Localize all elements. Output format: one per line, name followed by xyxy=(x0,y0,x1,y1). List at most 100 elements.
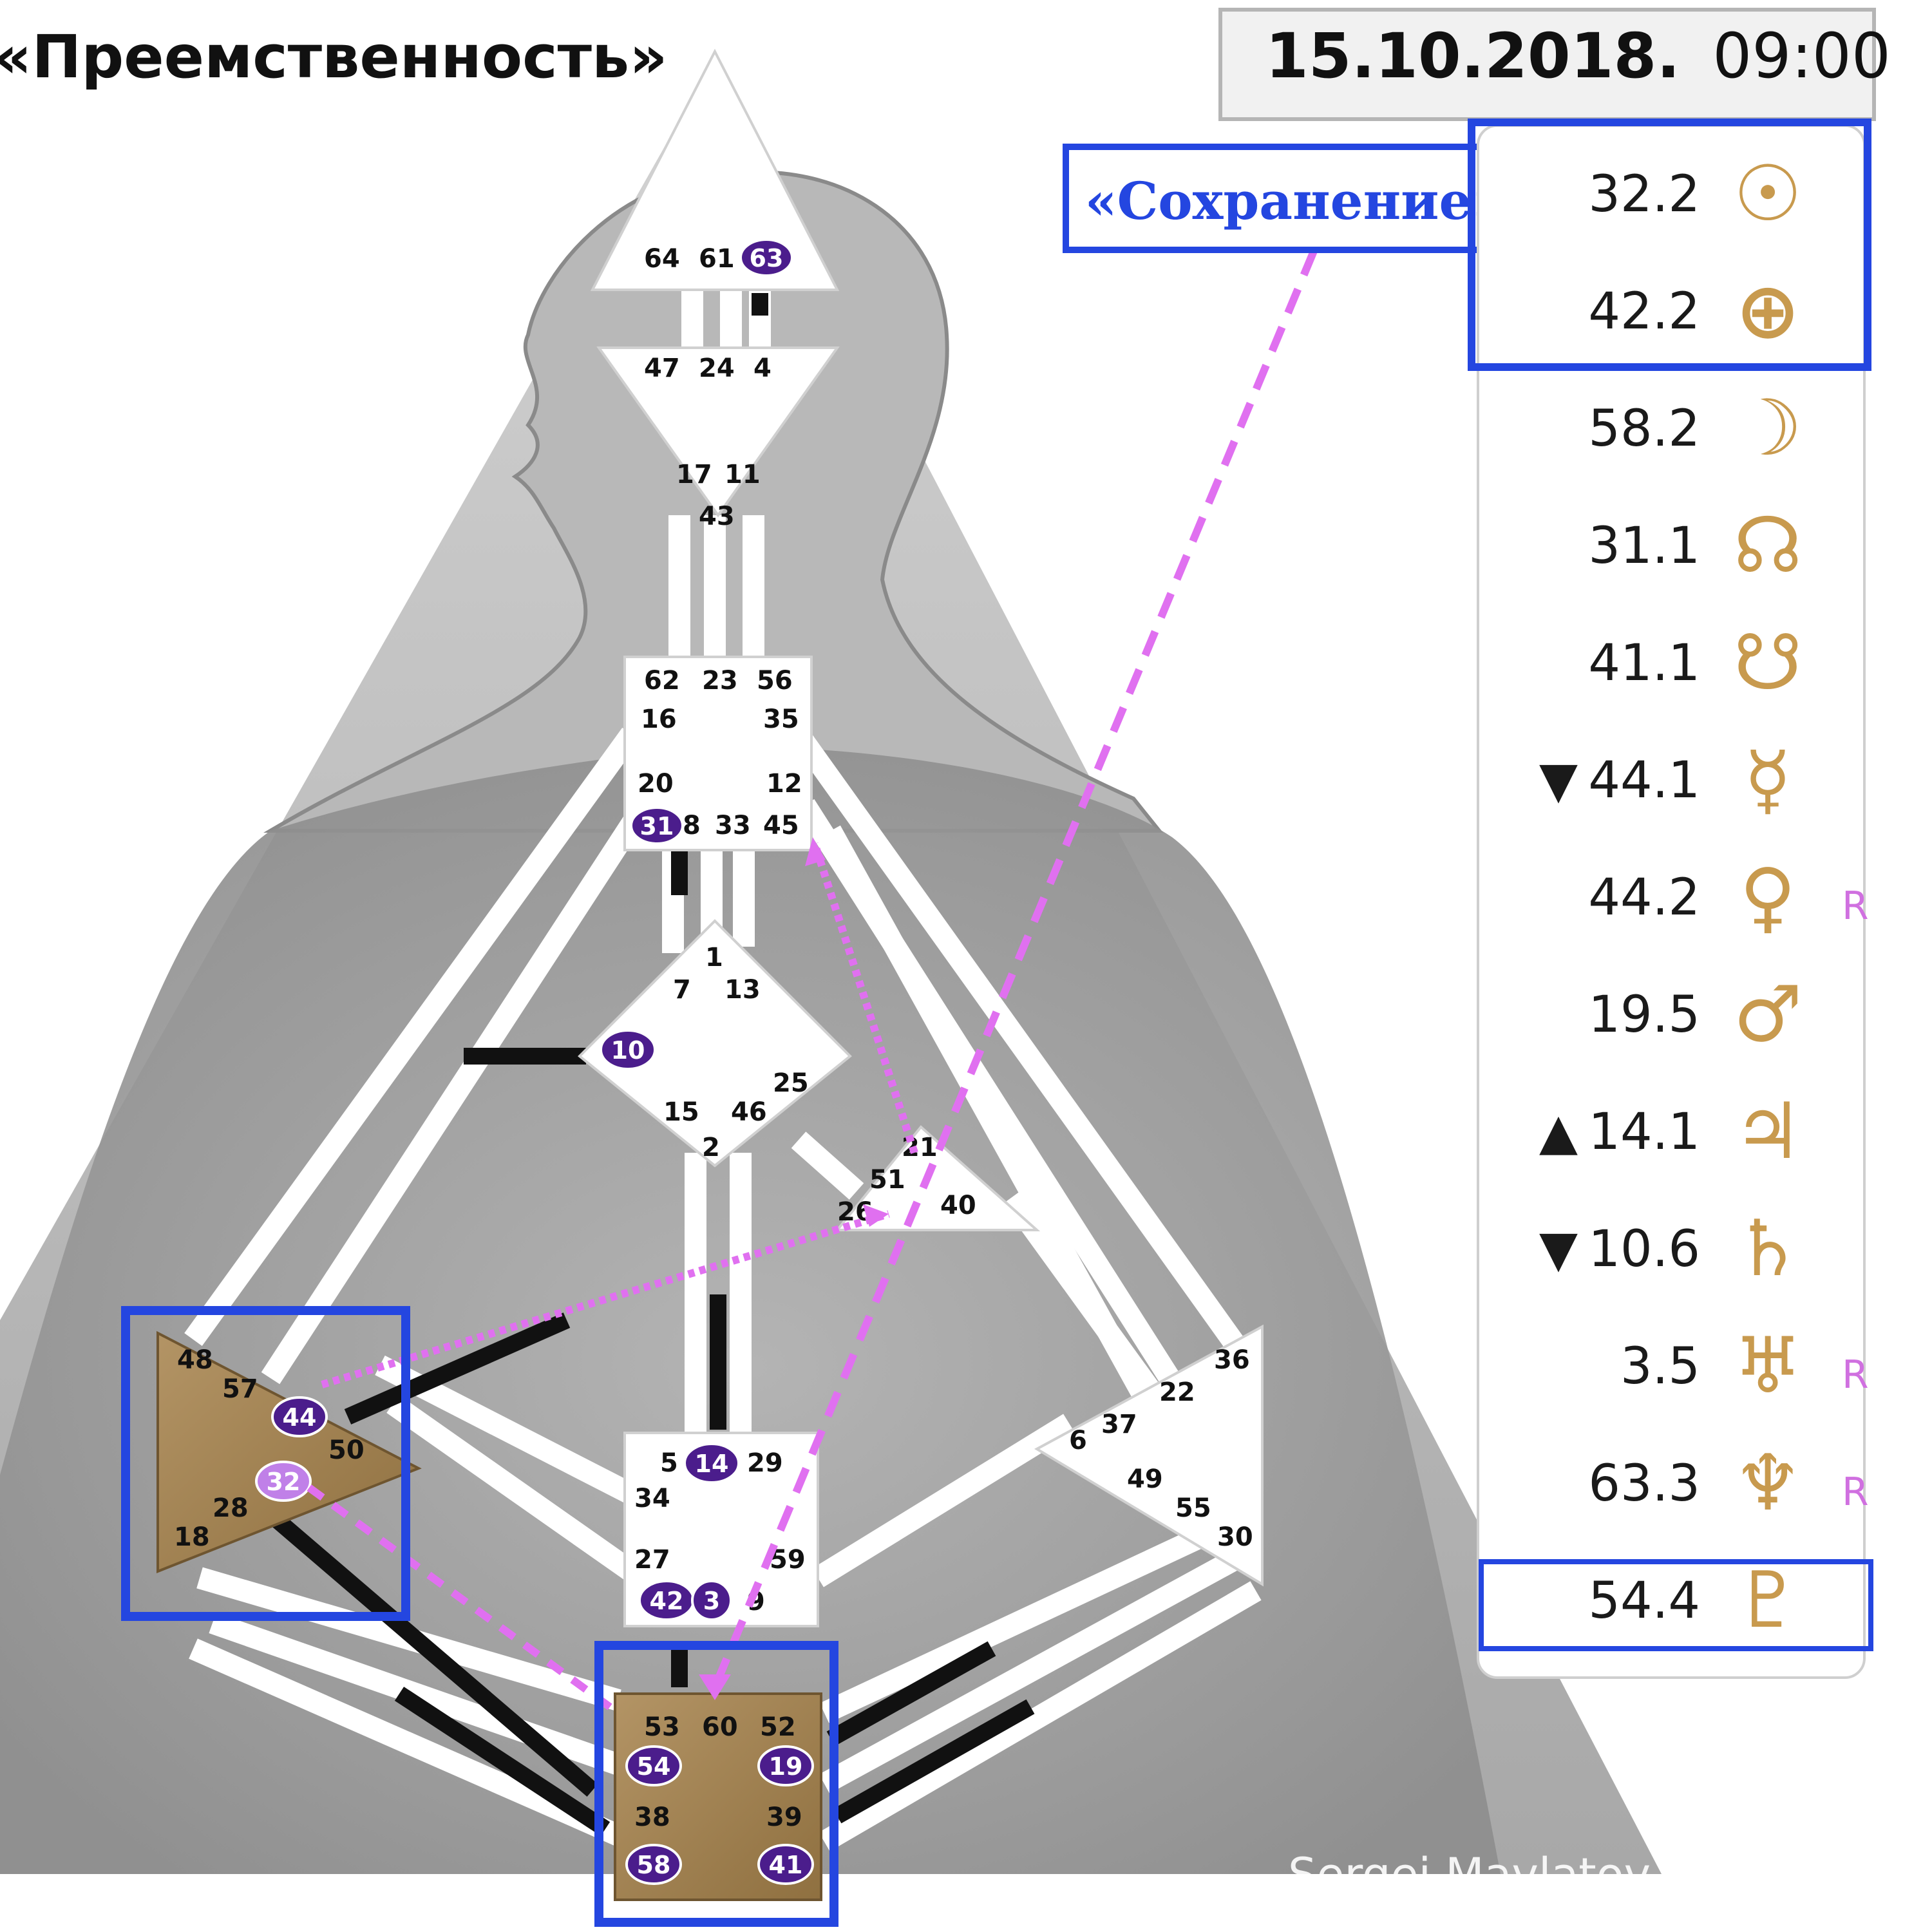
gate-40: 40 xyxy=(940,1191,976,1220)
planet-row: 41.1☋ xyxy=(1588,618,1802,708)
planet-value: 10.6 xyxy=(1588,1220,1700,1278)
gate-6: 6 xyxy=(1069,1426,1087,1455)
planet-row: 19.5 ♂ xyxy=(1588,970,1802,1059)
gate-24: 24 xyxy=(699,354,735,383)
planet-symbol-icon: ☽ xyxy=(1733,384,1803,473)
active-gate-14: 14 xyxy=(683,1443,740,1484)
planet-symbol-icon: ♄ xyxy=(1733,1204,1803,1294)
ajna-center xyxy=(596,346,840,518)
active-gate-63: 63 xyxy=(739,238,793,277)
active-gate-58: 58 xyxy=(625,1844,682,1885)
gate-12: 12 xyxy=(766,769,802,799)
svg-text:3: 3 xyxy=(703,1587,720,1615)
active-gate-44: 44 xyxy=(271,1396,328,1437)
gate-37: 37 xyxy=(1101,1410,1137,1439)
planet-row: 63.3♆R xyxy=(1588,1439,1868,1528)
planet-row: 31.1☊ xyxy=(1588,501,1802,591)
svg-text:54: 54 xyxy=(637,1752,671,1781)
planet-row: ▲14.1♃ xyxy=(1539,1087,1803,1177)
heart-center xyxy=(834,1125,1041,1231)
svg-text:19: 19 xyxy=(769,1752,803,1781)
planet-value: 44.2 xyxy=(1588,869,1700,927)
planet-symbol-icon: ♅ xyxy=(1733,1321,1803,1411)
highlight-spleen xyxy=(121,1306,410,1621)
planet-symbol-icon: ♃ xyxy=(1733,1087,1803,1177)
planet-row: ▼10.6 ♄ xyxy=(1539,1204,1803,1294)
gate-17: 17 xyxy=(676,460,712,489)
planet-symbol-icon: ♂ xyxy=(1733,970,1803,1059)
planet-symbol-icon: ⊕ xyxy=(1736,267,1801,356)
svg-text:42: 42 xyxy=(650,1587,684,1615)
gate-1: 1 xyxy=(705,943,723,972)
planet-row: 32.2☉ xyxy=(1588,149,1802,239)
active-gate-10: 10 xyxy=(600,1029,656,1070)
gate-28: 28 xyxy=(213,1493,249,1523)
planet-row: 54.4 ♇ xyxy=(1588,1556,1802,1645)
channels xyxy=(184,290,1262,1852)
planet-row: 44.2♀R xyxy=(1588,853,1868,942)
gate-61: 61 xyxy=(699,244,735,274)
gate-34: 34 xyxy=(634,1484,670,1513)
date-text: 15.10.2018. 09:00 xyxy=(1265,20,1891,92)
callout-text: «Сохранение» xyxy=(1085,171,1504,231)
planet-value: 44.1 xyxy=(1588,752,1700,810)
gate-46: 46 xyxy=(731,1097,767,1127)
gate-50: 50 xyxy=(328,1435,365,1465)
planet-list: 32.2☉ 42.2 ⊕ 58.2 ☽ 31.1☊ 41.1☋ ▼44.1☿ 44.2 ♀ R 19.… xyxy=(1539,149,1869,1645)
planet-symbol-icon: ☋ xyxy=(1734,618,1803,708)
planet-marker: ▼ xyxy=(1539,752,1578,810)
gate-13: 13 xyxy=(724,975,761,1005)
gate-43: 43 xyxy=(699,502,735,531)
gate-64: 64 xyxy=(644,244,680,274)
retrograde-mark: R xyxy=(1842,1470,1869,1515)
planet-row: 3.5♅R xyxy=(1620,1321,1869,1411)
gate-23: 23 xyxy=(702,666,738,696)
gate-47: 47 xyxy=(644,354,680,383)
planet-symbol-icon: ♇ xyxy=(1733,1556,1803,1645)
planet-value: 19.5 xyxy=(1588,986,1700,1044)
svg-text:32: 32 xyxy=(267,1468,301,1496)
gate-18: 18 xyxy=(174,1522,210,1552)
planet-value: 58.2 xyxy=(1588,400,1700,458)
gate-16: 16 xyxy=(641,705,677,734)
gate-27: 27 xyxy=(634,1545,670,1575)
arrow-callout-to-root xyxy=(711,249,1318,1689)
active-gate-19: 19 xyxy=(757,1745,814,1786)
gate-33: 33 xyxy=(715,811,751,840)
planet-value: 14.1 xyxy=(1588,1103,1700,1161)
gate-4: 4 xyxy=(753,354,772,383)
active-gate-54: 54 xyxy=(625,1745,682,1786)
gate-56: 56 xyxy=(757,666,793,696)
svg-text:58: 58 xyxy=(637,1851,671,1879)
gate-57: 57 xyxy=(222,1374,258,1404)
planet-row: 42.2 ⊕ xyxy=(1588,267,1800,356)
planet-value: 54.4 xyxy=(1588,1572,1700,1630)
highlight-root xyxy=(594,1641,838,1927)
planet-row: ▼44.1☿ xyxy=(1539,735,1792,825)
active-gate-32: 32 xyxy=(255,1461,312,1502)
gate-60: 60 xyxy=(702,1712,738,1742)
gate-15: 15 xyxy=(663,1097,699,1127)
gate-35: 35 xyxy=(763,705,799,734)
planet-symbol-icon: ♀ xyxy=(1739,853,1796,942)
gate-8: 8 xyxy=(683,811,701,840)
gate-30: 30 xyxy=(1217,1522,1253,1552)
gate-52: 52 xyxy=(760,1712,796,1742)
planet-value: 42.2 xyxy=(1588,283,1700,341)
gate-36: 36 xyxy=(1214,1345,1250,1375)
arrow-spleen-to-heart xyxy=(321,1210,890,1388)
active-gate-badges: 63 31 10 44 32 14 42 3 54 19 58 41 xyxy=(255,238,814,1885)
gate-20: 20 xyxy=(638,769,674,799)
planet-value: 3.5 xyxy=(1620,1338,1700,1396)
planet-row: 58.2 ☽ xyxy=(1588,384,1802,473)
gate-2: 2 xyxy=(702,1133,720,1162)
chart-title: «Преемственность» xyxy=(0,23,668,91)
planet-marker: ▼ xyxy=(1539,1220,1578,1278)
svg-text:63: 63 xyxy=(750,244,784,272)
gate-48: 48 xyxy=(177,1345,213,1375)
planet-symbol-icon: ☊ xyxy=(1734,501,1803,591)
svg-text:10: 10 xyxy=(611,1036,645,1065)
gate-49: 49 xyxy=(1127,1464,1163,1494)
gate-labels: 64 61 47 24 4 17 11 43 62 23 56 16 35 20… xyxy=(174,244,1253,1832)
